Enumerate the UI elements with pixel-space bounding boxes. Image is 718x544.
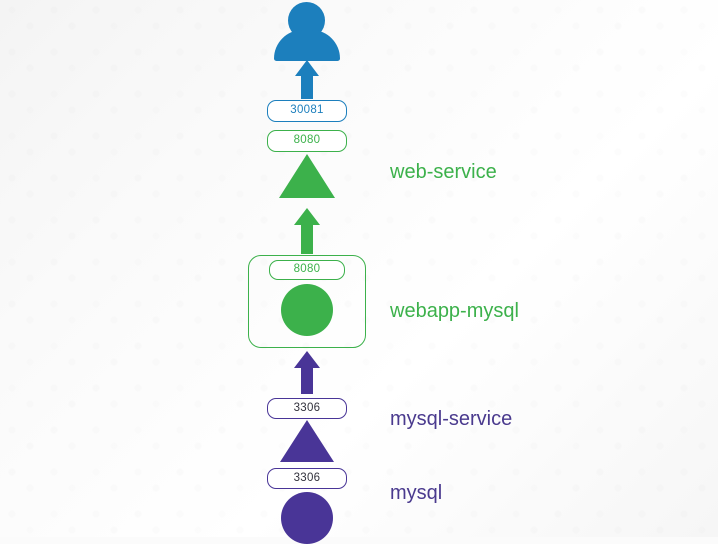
port-value: 8080 <box>293 263 321 276</box>
port-value: 3306 <box>293 401 321 414</box>
node-label-webapp-mysql: webapp-mysql <box>390 300 519 322</box>
arrow-webservice-to-user <box>295 60 319 99</box>
user-body-icon <box>274 30 340 61</box>
pod-container-webapp-mysql[interactable] <box>248 255 366 348</box>
port-badge-3306-pod[interactable]: 3306 <box>267 468 347 489</box>
node-label-web-service: web-service <box>390 161 497 183</box>
port-value: 8080 <box>293 134 321 147</box>
arrow-pod-to-webservice <box>294 208 320 254</box>
port-badge-30081[interactable]: 30081 <box>267 100 347 122</box>
port-badge-3306-service[interactable]: 3306 <box>267 398 347 419</box>
port-value: 3306 <box>293 471 321 484</box>
mysql-service-triangle[interactable] <box>280 420 334 462</box>
arrow-mysqlservice-to-pod <box>294 351 320 394</box>
web-service-triangle[interactable] <box>279 154 335 198</box>
port-badge-8080-service[interactable]: 8080 <box>267 130 347 152</box>
pod-circle-webapp-mysql[interactable] <box>281 284 333 336</box>
node-label-mysql-service: mysql-service <box>390 408 513 430</box>
pod-circle-mysql[interactable] <box>281 492 333 544</box>
port-badge-8080-pod[interactable]: 8080 <box>269 260 345 280</box>
node-label-mysql: mysql <box>390 482 443 504</box>
port-value: 30081 <box>290 104 324 117</box>
